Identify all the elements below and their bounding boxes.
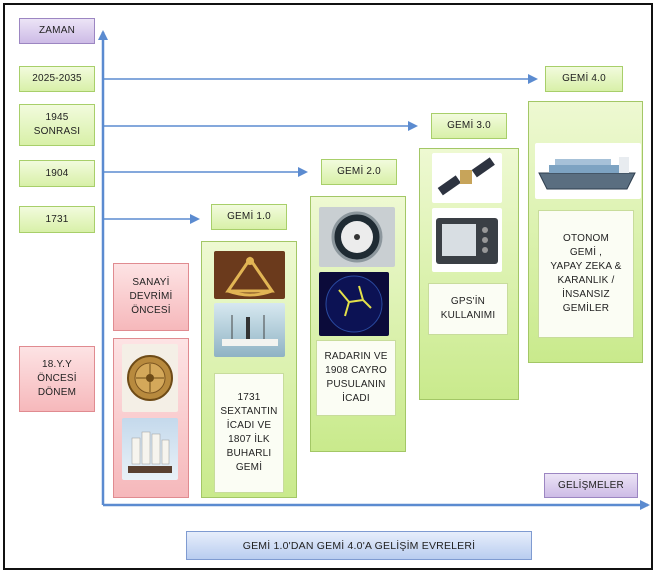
gemi-2-title: GEMİ 2.0 (321, 159, 397, 185)
container-ship-image (535, 143, 641, 199)
diagram-frame (3, 3, 653, 570)
sailing-ship-image (122, 418, 178, 480)
gemi-4-title: GEMİ 4.0 (545, 66, 623, 92)
gyro-compass-image (319, 207, 395, 267)
gemi-3-title: GEMİ 3.0 (431, 113, 507, 139)
time-label-18yy: 18.Y.Y ÖNCESİ DÖNEM (19, 346, 95, 412)
gps-device-image (432, 208, 502, 272)
time-label-1731: 1731 (19, 206, 95, 233)
gemi-2-description: RADARIN VE 1908 CAYRO PUSULANIN İCADI (316, 340, 396, 416)
diagram-caption: GEMİ 1.0'DAN GEMİ 4.0'A GELİŞİM EVRELERİ (186, 531, 532, 560)
y-axis-label: ZAMAN (19, 18, 95, 44)
gemi-4-description: OTONOM GEMİ , YAPAY ZEKA & KARANLIK / İN… (538, 210, 634, 338)
gemi-1-title: GEMİ 1.0 (211, 204, 287, 230)
sextant-image (214, 251, 285, 299)
pre-industrial-title: SANAYİ DEVRİMİ ÖNCESİ (113, 263, 189, 331)
time-label-2025: 2025-2035 (19, 66, 95, 92)
x-axis-label: GELİŞMELER (544, 473, 638, 498)
astrolabe-image (122, 344, 178, 412)
radar-image (319, 272, 389, 336)
steamship-image (214, 303, 285, 357)
time-label-1904: 1904 (19, 160, 95, 187)
gemi-1-description: 1731 SEXTANTIN İCADI VE 1807 İLK BUHARLI… (214, 373, 284, 493)
satellite-image (432, 153, 502, 203)
gemi-3-description: GPS'İN KULLANIMI (428, 283, 508, 335)
time-label-1945: 1945 SONRASI (19, 104, 95, 146)
